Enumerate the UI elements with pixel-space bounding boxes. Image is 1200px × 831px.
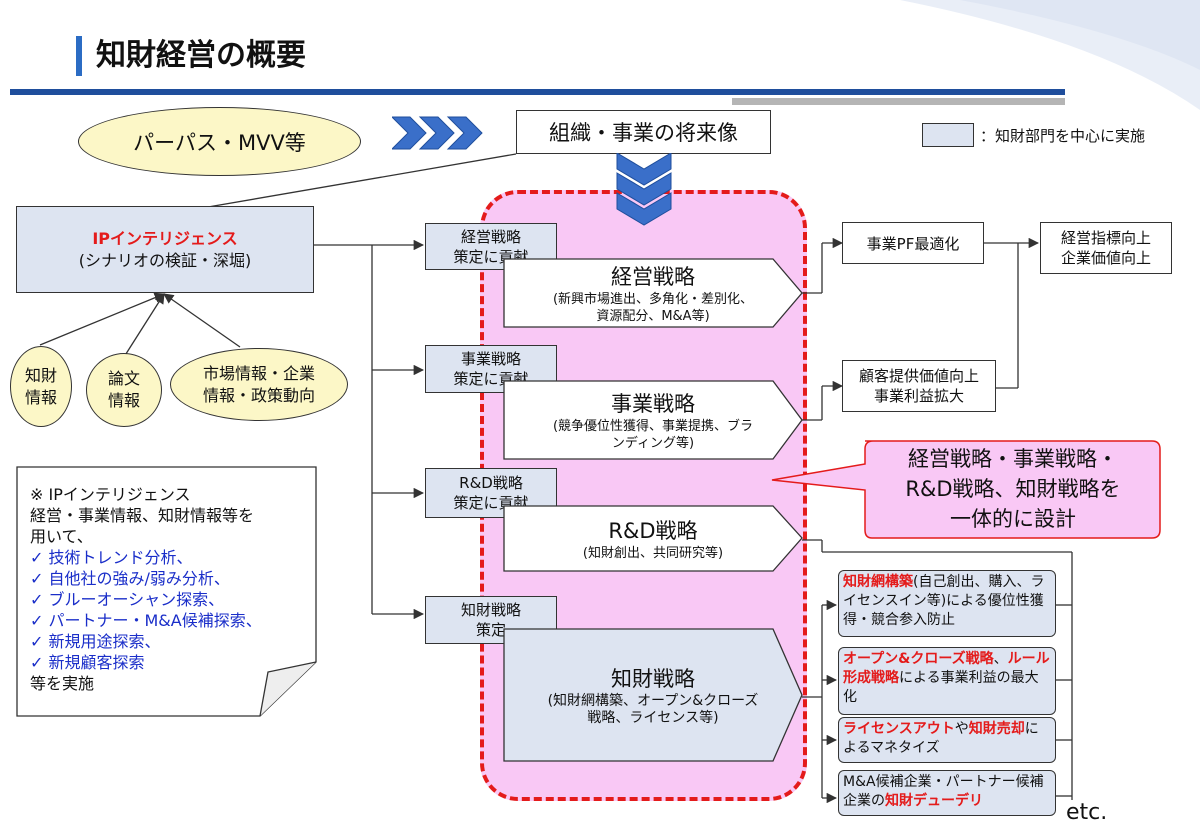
strategy-desc: (知財網構築、オープン&クローズ xyxy=(547,693,759,709)
outcome-text: によるマネタイズ xyxy=(843,721,1039,756)
note-item: ✓ ブルーオーシャン探索、 xyxy=(30,590,225,609)
portfolio-label: 事業PF最適化 xyxy=(866,234,960,253)
outcome-highlight: 知財デューデリ xyxy=(885,793,983,809)
note-item: ✓ 新規用途探索、 xyxy=(30,632,161,651)
future-vision-label: 組織・事業の将来像 xyxy=(549,121,738,145)
source-ellipse-market: 市場情報・企業 情報・政策動向 xyxy=(170,348,348,421)
source-label-3a: 市場情報・企業 xyxy=(202,363,315,383)
outcome-box-license: ライセンスアウトや知財売却によるマネタイズ xyxy=(838,717,1056,763)
note-line-1: ※ IPインテリジェンス xyxy=(30,485,191,504)
note-line-2: 経営・事業情報、知財情報等を xyxy=(30,506,255,525)
note-line-3: 用いて、 xyxy=(30,527,93,546)
note-text: ※ IPインテリジェンス 経営・事業情報、知財情報等を 用いて、 ✓ 技術トレン… xyxy=(30,484,262,694)
kpi-label-b: 企業価値向上 xyxy=(1060,249,1151,267)
customer-label-b: 事業利益拡大 xyxy=(873,387,964,405)
note-item: ✓ パートナー・M&A候補探索、 xyxy=(30,611,262,630)
outcome-highlight: 知財売却 xyxy=(968,721,1025,737)
source-ellipse-paper: 論文 情報 xyxy=(86,353,162,427)
etc-label: etc. xyxy=(1066,800,1108,825)
strategy-title: 知財戦略 xyxy=(611,667,695,691)
source-label-2a: 論文 xyxy=(107,369,140,388)
callout-shape xyxy=(771,440,1161,539)
outcome-highlight: 知財網構築 xyxy=(843,574,913,590)
outcome-box-openclose: オープン&クローズ戦略、ルール形成戦略による事業利益の最大化 xyxy=(838,647,1056,715)
contrib-label-a: R&D戦略 xyxy=(459,474,523,492)
outcome-highlight: オープン&クローズ戦略 xyxy=(843,651,994,667)
chevron-right-icon xyxy=(392,116,483,150)
customer-value-box: 顧客提供価値向上 事業利益拡大 xyxy=(842,360,996,412)
page-title: 知財経営の概要 xyxy=(96,38,306,73)
purpose-label: パーパス・MVV等 xyxy=(133,130,306,155)
note-item: ✓ 新規顧客探索 xyxy=(30,653,145,672)
source-label-3b: 情報・政策動向 xyxy=(202,385,315,405)
strategy-desc: (新興市場進出、多角化・差別化、 xyxy=(552,292,754,307)
outcome-box-dd: M&A候補企業・パートナー候補企業の知財デューデリ xyxy=(838,770,1056,816)
strategy-pentagon-business: 事業戦略 (競争優位性獲得、事業提携、ブラ ンディング等) xyxy=(503,380,803,460)
strategy-title: 事業戦略 xyxy=(611,392,695,416)
contrib-label-b: 策定 xyxy=(475,621,506,639)
note-paper xyxy=(16,466,317,717)
title-rule xyxy=(10,89,1065,95)
outcome-text: や xyxy=(954,721,969,737)
strategy-pentagon-rd: R&D戦略 (知財創出、共同研究等) xyxy=(503,505,803,572)
strategy-title: R&D戦略 xyxy=(608,519,698,543)
outcome-highlight: ライセンスアウト xyxy=(843,721,955,737)
contrib-label-a: 知財戦略 xyxy=(460,601,521,619)
note-item: ✓ 自他社の強み/弱み分析、 xyxy=(30,569,230,588)
legend-label: ：知財部門を中心に実施 xyxy=(980,127,1146,145)
title-accent-bar xyxy=(76,36,82,76)
strategy-desc: 戦略、ライセンス等) xyxy=(587,710,719,726)
chevron-down-icon xyxy=(616,153,672,226)
legend-swatch xyxy=(922,123,974,147)
strategy-pentagon-ip: 知財戦略 (知財網構築、オープン&クローズ 戦略、ライセンス等) xyxy=(503,628,803,762)
customer-label-a: 顧客提供価値向上 xyxy=(858,367,979,385)
note-item: ✓ 技術トレンド分析、 xyxy=(30,548,193,567)
source-label-2b: 情報 xyxy=(107,391,140,410)
callout-line: 経営戦略・事業戦略・ xyxy=(908,447,1118,471)
ip-intelligence-title: IPインテリジェンス xyxy=(92,228,238,248)
contrib-box-business: 事業戦略 策定に貢献 xyxy=(425,345,557,393)
outcome-box-network: 知財網構築(自己創出、購入、ライセンスイン等)による優位性獲得・競合参入防止 xyxy=(838,570,1056,637)
strategy-pentagon-management: 経営戦略 (新興市場進出、多角化・差別化、 資源配分、M&A等) xyxy=(503,258,803,328)
kpi-label-a: 経営指標向上 xyxy=(1060,229,1151,247)
strategy-desc: (競争優位性獲得、事業提携、ブラ xyxy=(552,419,754,434)
callout-line: 一体的に設計 xyxy=(950,507,1076,531)
contrib-label-a: 経営戦略 xyxy=(460,227,521,246)
ip-intelligence-sub: (シナリオの検証・深堀) xyxy=(78,250,252,270)
source-ellipse-patent: 知財 情報 xyxy=(10,346,72,427)
outcome-text: (自己創出、購入、ライセンスイン等)による優位性獲得・競合参入防止 xyxy=(843,574,1045,628)
contrib-box-rd: R&D戦略 策定に貢献 xyxy=(425,468,557,518)
outcome-text: M&A候補企業・パートナー候補企業の xyxy=(843,774,1044,809)
outcome-text: 、 xyxy=(993,651,1008,667)
callout-line: R&D戦略、知財戦略を xyxy=(905,477,1121,501)
contrib-label-a: 事業戦略 xyxy=(460,350,521,368)
outcome-text: による事業利益の最大化 xyxy=(843,670,1039,705)
callout-text: 経営戦略・事業戦略・ R&D戦略、知財戦略を 一体的に設計 xyxy=(868,444,1158,534)
source-label-1b: 情報 xyxy=(24,387,57,407)
purpose-ellipse: パーパス・MVV等 xyxy=(78,107,361,176)
strategy-desc: 資源配分、M&A等) xyxy=(596,309,710,324)
strategy-desc: ンディング等) xyxy=(611,436,695,451)
kpi-box: 経営指標向上 企業価値向上 xyxy=(1040,222,1172,274)
outcome-highlight: ルール形成戦略 xyxy=(843,651,1050,686)
note-line-last: 等を実施 xyxy=(30,674,95,693)
strategy-title: 経営戦略 xyxy=(611,265,695,289)
portfolio-box: 事業PF最適化 xyxy=(842,222,984,264)
future-vision-box: 組織・事業の将来像 xyxy=(516,110,771,154)
strategy-desc: (知財創出、共同研究等) xyxy=(582,546,724,561)
ip-intelligence-box: IPインテリジェンス (シナリオの検証・深堀) xyxy=(16,206,314,293)
title-rule-gray xyxy=(732,98,1065,105)
source-label-1a: 知財 xyxy=(24,365,57,385)
